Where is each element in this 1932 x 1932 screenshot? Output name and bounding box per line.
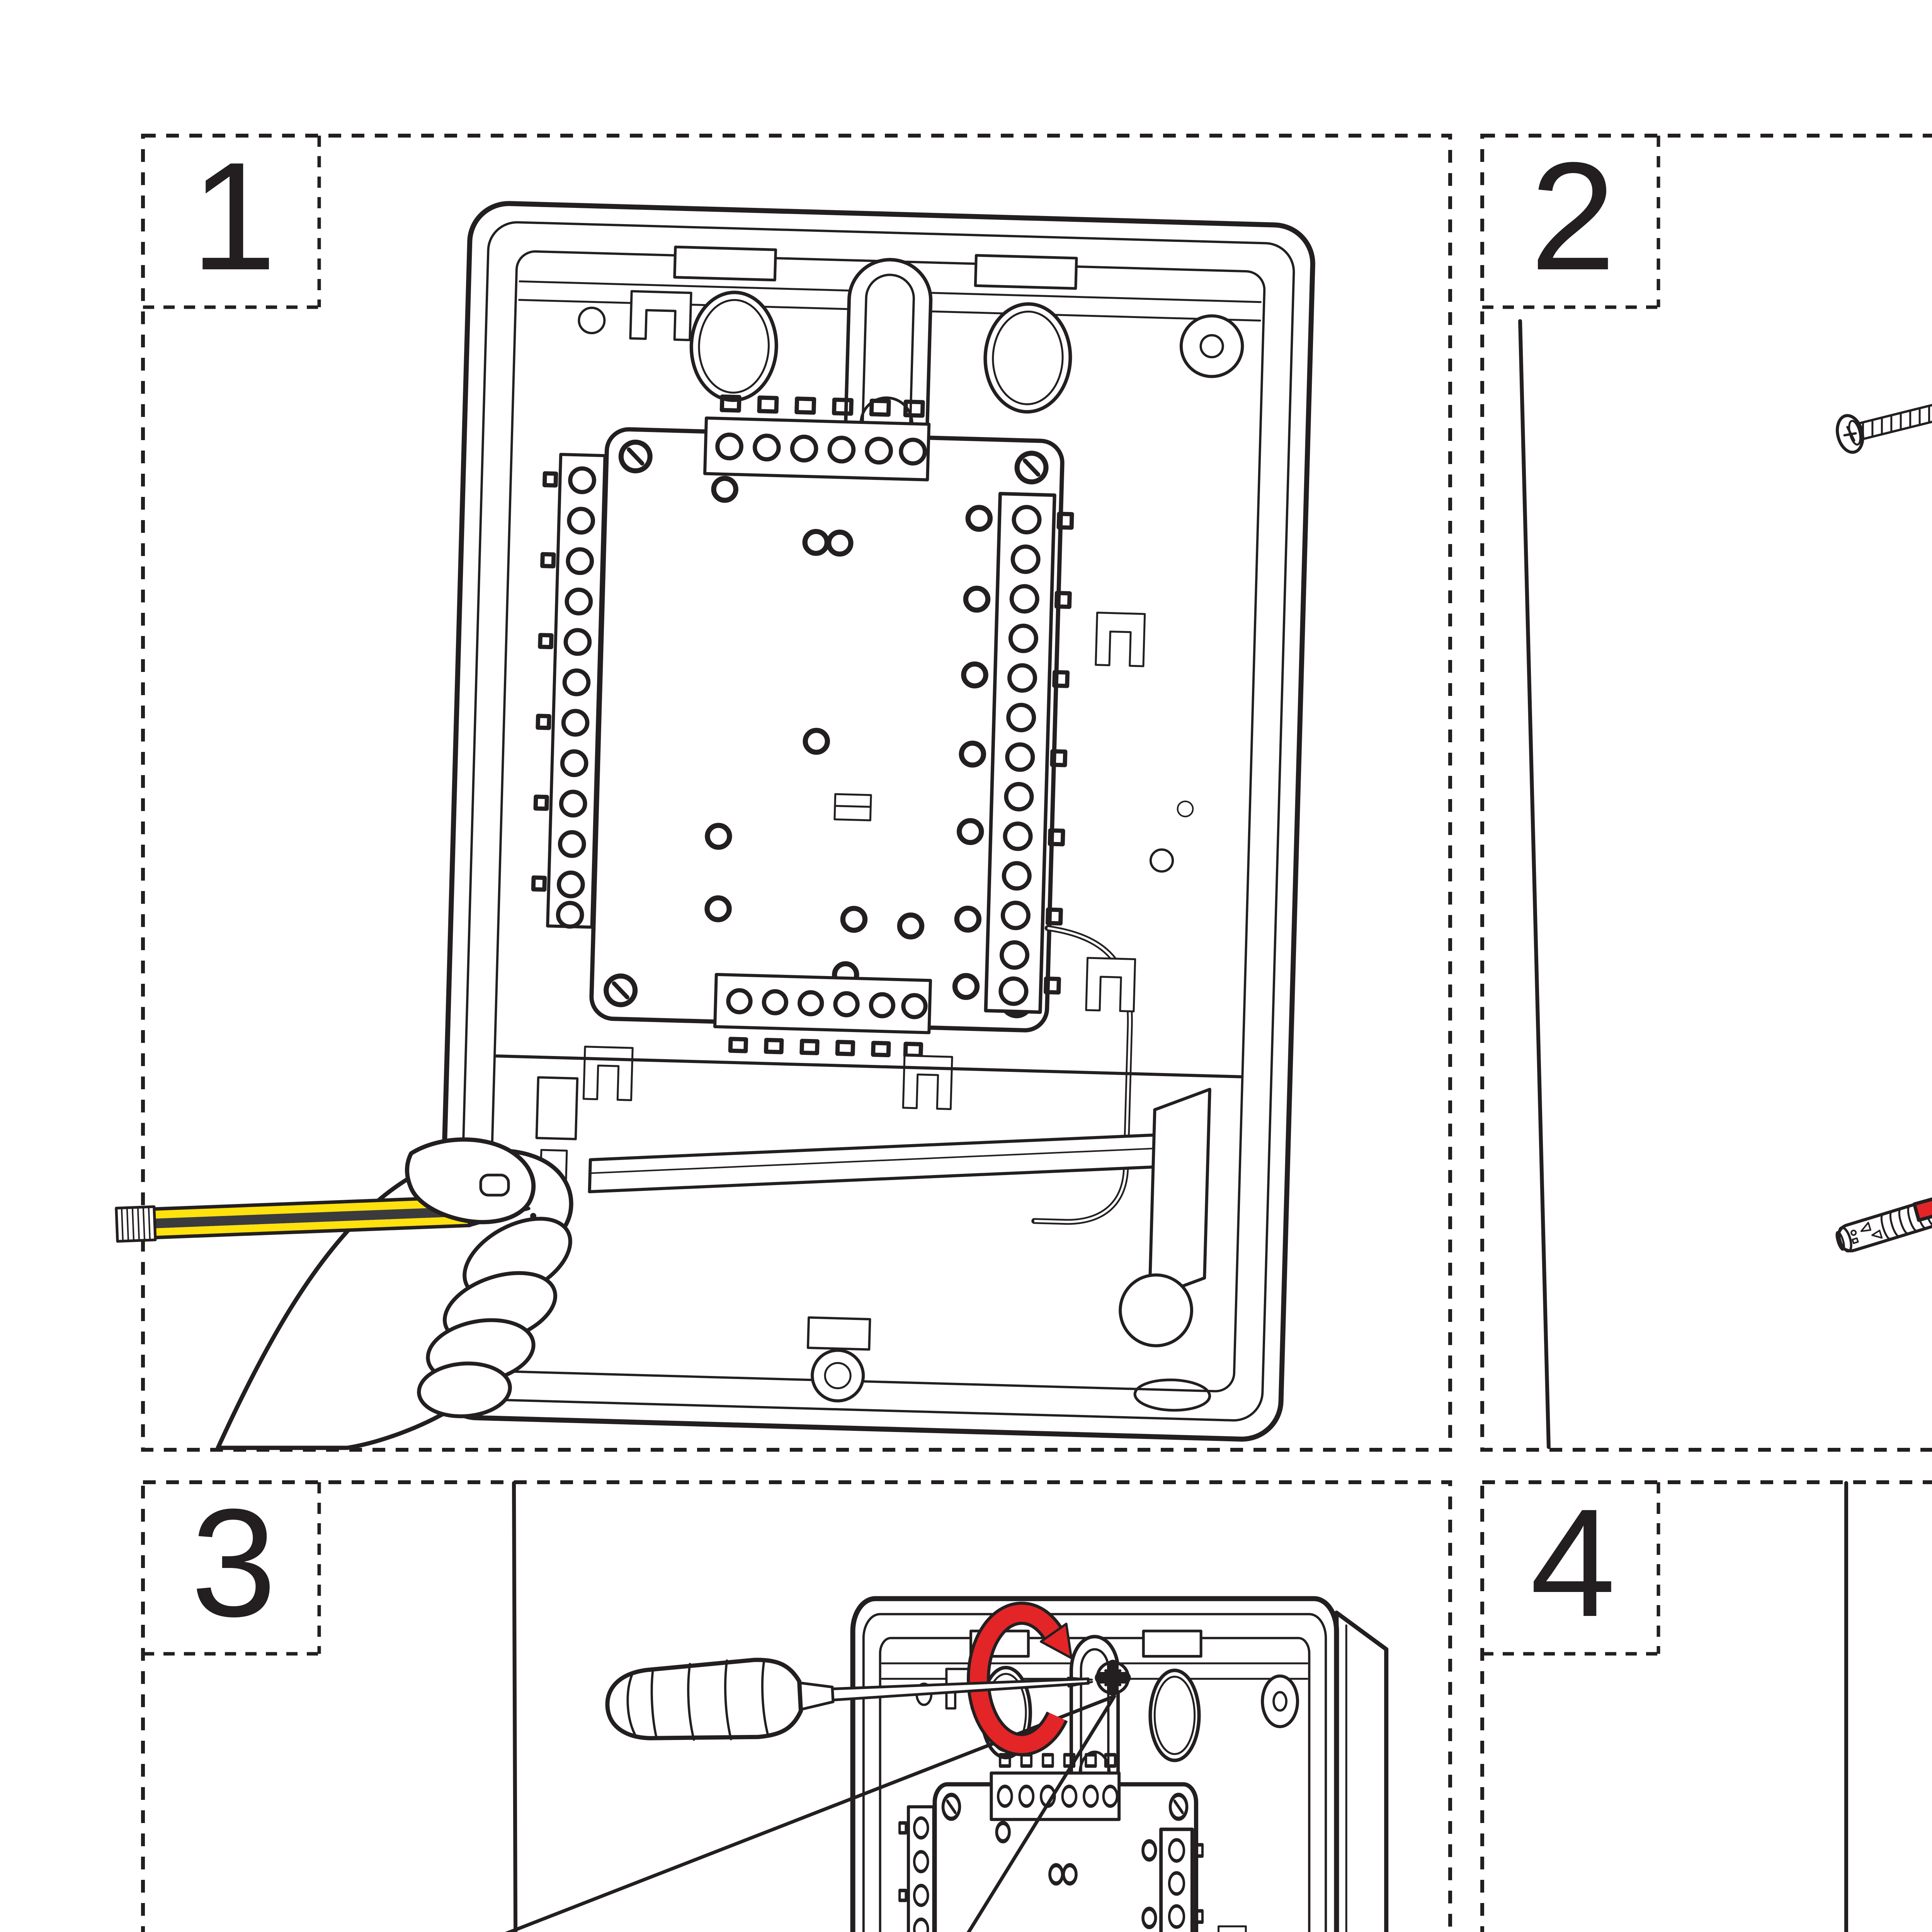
pencil-mark <box>530 1213 536 1219</box>
red-highlight-ellipse <box>978 1613 1084 1745</box>
step-number: 1 <box>191 131 276 302</box>
panel-border <box>1480 134 1932 1452</box>
step-panel-3: 3 <box>141 1477 1452 1932</box>
step-number-box: 1 <box>143 131 321 309</box>
step-number-box: 4 <box>1482 1477 1660 1656</box>
step-number: 3 <box>191 1477 276 1649</box>
wall-line <box>514 1483 519 1932</box>
hand-holding-pencil-illustration <box>116 1139 583 1448</box>
step-panel-1: 1 <box>141 131 1452 1452</box>
keyhole-screw <box>1097 1662 1128 1693</box>
wall-line <box>1520 321 1549 1447</box>
panel-border <box>141 1480 1452 1932</box>
panel-border <box>141 134 1452 1452</box>
screw-icon <box>1834 391 1932 455</box>
step-panel-4: 4 <box>1480 1477 1932 1932</box>
curled-fingers <box>417 1202 584 1419</box>
step-number: 2 <box>1530 131 1616 302</box>
step-number-box: 2 <box>1482 131 1660 309</box>
step-number-box: 3 <box>143 1477 321 1656</box>
step-panel-2: 2 <box>1480 131 1932 1452</box>
step-number: 4 <box>1530 1477 1616 1649</box>
thumb <box>407 1139 534 1222</box>
